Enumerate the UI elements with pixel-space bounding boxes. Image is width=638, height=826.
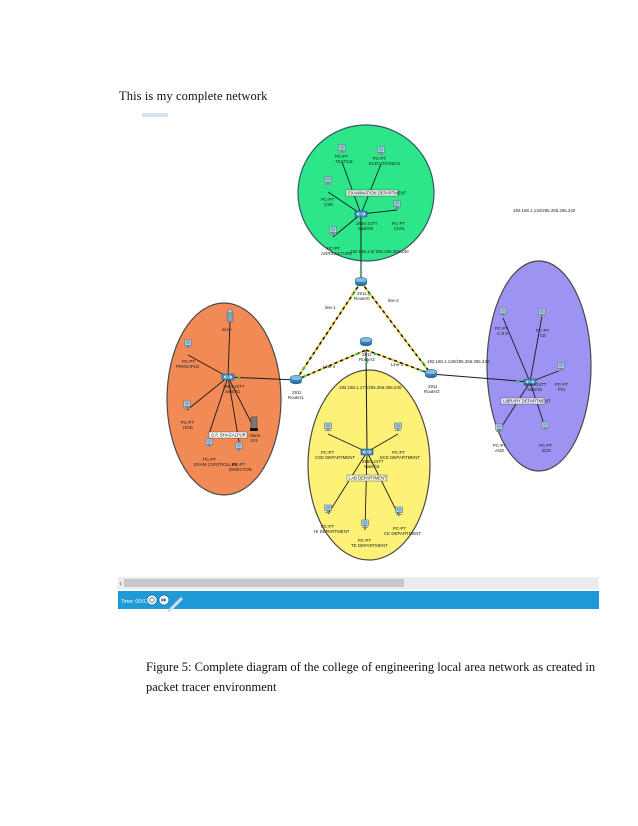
caption-line-2: packet tracer environment (146, 680, 277, 694)
pc-hi-department-type: PC-PT (321, 524, 334, 529)
pc-lib-ece-type: PC-PT (539, 443, 552, 448)
router3-model: 2911 (362, 352, 372, 357)
pc-lib-age-type: PC-PT (493, 443, 506, 448)
pc-ce-department-label: CE DEPARTMENT (384, 531, 421, 536)
examination-subnet: 192.168.1.0/ 255.255.255.240 (350, 249, 409, 254)
switch0-name: Switch0 (358, 226, 374, 231)
pc-cse-type: PC-PT (321, 197, 334, 202)
switch0-model: 2960-24TT (356, 221, 378, 226)
pc-exam-controller-type: PC-PT (203, 457, 216, 462)
alarm-id: ID1 (251, 438, 258, 443)
examination-title-box (345, 189, 399, 197)
siren-icon[interactable] (226, 308, 234, 323)
scroll-left-icon[interactable]: ‹ (119, 579, 122, 588)
power-cycle-button[interactable] (146, 594, 158, 606)
router0-name: Router0 (354, 296, 370, 301)
pc-lib-age-label: AGE (495, 448, 504, 453)
alarm-icon[interactable] (250, 416, 258, 431)
library-title-box (500, 397, 546, 405)
examination-title: EXAMINATION DEPARTMENT (348, 191, 407, 196)
toolbar-remnant (142, 113, 168, 117)
pc-te-department-label: TE DEPARTMENT (351, 543, 388, 548)
pc-ce-department-type: PC-PT (393, 526, 406, 531)
link-line1-label: line-1 (325, 305, 336, 310)
switch0-icon[interactable] (354, 210, 368, 218)
intro-text: This is my complete network (119, 89, 268, 103)
router0-model: 2911 (357, 291, 367, 296)
gp-title-box (208, 431, 248, 439)
pc-lib-pci-type: PC-PT (555, 382, 568, 387)
caption-line-1: Figure 5: Complete diagram of the colleg… (146, 660, 596, 674)
pc-electronics-type: PC-PT (373, 156, 386, 161)
pc-lib-cse-type: PC-PT (495, 326, 508, 331)
siren-label: siren (222, 327, 232, 332)
link-line2-label: line-2 (388, 298, 399, 303)
switch1-name: Switch1 (225, 389, 241, 394)
pc-principle-label: PRINCIPLE (176, 364, 199, 369)
router0-icon[interactable] (354, 277, 368, 287)
router1-name: Router1 (288, 395, 304, 400)
library-zone (486, 260, 592, 472)
alarm-label: Alarm (249, 433, 261, 438)
pc-lib-ce-type: PC-PT (536, 328, 549, 333)
scrollbar-thumb[interactable] (124, 579, 404, 587)
gp-bhagalpur-zone (166, 302, 282, 496)
library-subnet: 192.168.1.128/255.255.255.240 (427, 359, 490, 364)
statusbar (118, 591, 599, 609)
pc-principle-type: PC-PT (182, 359, 195, 364)
pc-lib-cse-label: C.S.E (497, 331, 509, 336)
pc-civil-type: PC-PT (392, 221, 405, 226)
fast-forward-button[interactable] (158, 594, 170, 606)
router1-icon[interactable] (289, 375, 303, 385)
pc-hod-type: PC-PT (181, 420, 194, 425)
pc-lib-pci-label: PCI (558, 387, 565, 392)
floating-subnet-label: 192.168.1.132/255.255.255.240 (513, 208, 576, 213)
pc-ece-department-type: PC-PT (392, 450, 405, 455)
pc-te-department-type: PC-PT (358, 538, 371, 543)
pc-cse-department-type: PC-PT (321, 450, 334, 455)
cursor-artifact (166, 596, 184, 612)
pc-lib-ce-label: CE (540, 333, 546, 338)
pc-agriculture-type: PC-PT (327, 246, 340, 251)
link-line4-label: Line-4 (323, 364, 336, 369)
pc-textile-label: TEXTILE (335, 159, 353, 164)
lab-title-box (346, 474, 388, 482)
figure-caption: Figure 5: Complete diagram of the colleg… (146, 657, 600, 697)
switch3-name: Switch3 (364, 464, 380, 469)
pc-cse-label: CSE (324, 202, 333, 207)
network-screenshot: PC-PT TEXTILE PC-PT ELECTRONICS EXAMINAT… (118, 112, 599, 612)
switch2-name: Switch2 (527, 387, 543, 392)
switch1-icon[interactable] (221, 373, 235, 381)
router3-name: Router3 (359, 357, 375, 362)
pc-director-type: PC-PT (232, 462, 245, 467)
lab-subnet: 192.168.1.177/255.255.255.240 (339, 385, 402, 390)
pc-civil-label: CIVIL (394, 226, 406, 231)
pc-exam-controller-label: EXAM CONTROLLER (194, 462, 238, 467)
library-title: LIBRARY DEPARTMENT (503, 399, 551, 404)
pc-cse-department-label: CSE DEPARTMENT (315, 455, 355, 460)
pc-director-label: DIRECTOR (229, 467, 252, 472)
pc-agriculture-label: AGRICULTURE (321, 251, 352, 256)
pc-electronics-label: ELECTRONICS (369, 161, 400, 166)
pc-ece-department-label: ECE DEPARTMENT (380, 455, 420, 460)
pc-hod-label: HOD (183, 425, 193, 430)
statusbar-time: Time: 00:03:50 (121, 599, 156, 605)
switch2-model: 2960-24TT (525, 382, 547, 387)
gp-title: G.P. BHAGALPUR (211, 433, 246, 438)
router2-name: Router2 (424, 389, 440, 394)
lab-title: LAB DEPARTMENT (349, 476, 387, 481)
pc-textile-type: PC-PT (335, 154, 348, 159)
router2-model: 2911 (428, 384, 438, 389)
pc-hi-department-label: HI DEPARTMENT (314, 529, 350, 534)
switch3-icon[interactable] (360, 448, 374, 456)
switch1-model: 2960-24TT (223, 384, 245, 389)
switch3-model: 2960-24TT (362, 459, 384, 464)
router1-model: 2911 (292, 390, 302, 395)
link-line3-label: Line-3 (391, 362, 404, 367)
router3-icon[interactable] (359, 337, 373, 347)
router2-icon[interactable] (424, 369, 438, 379)
pc-lib-ece-label: ECE (542, 448, 551, 453)
